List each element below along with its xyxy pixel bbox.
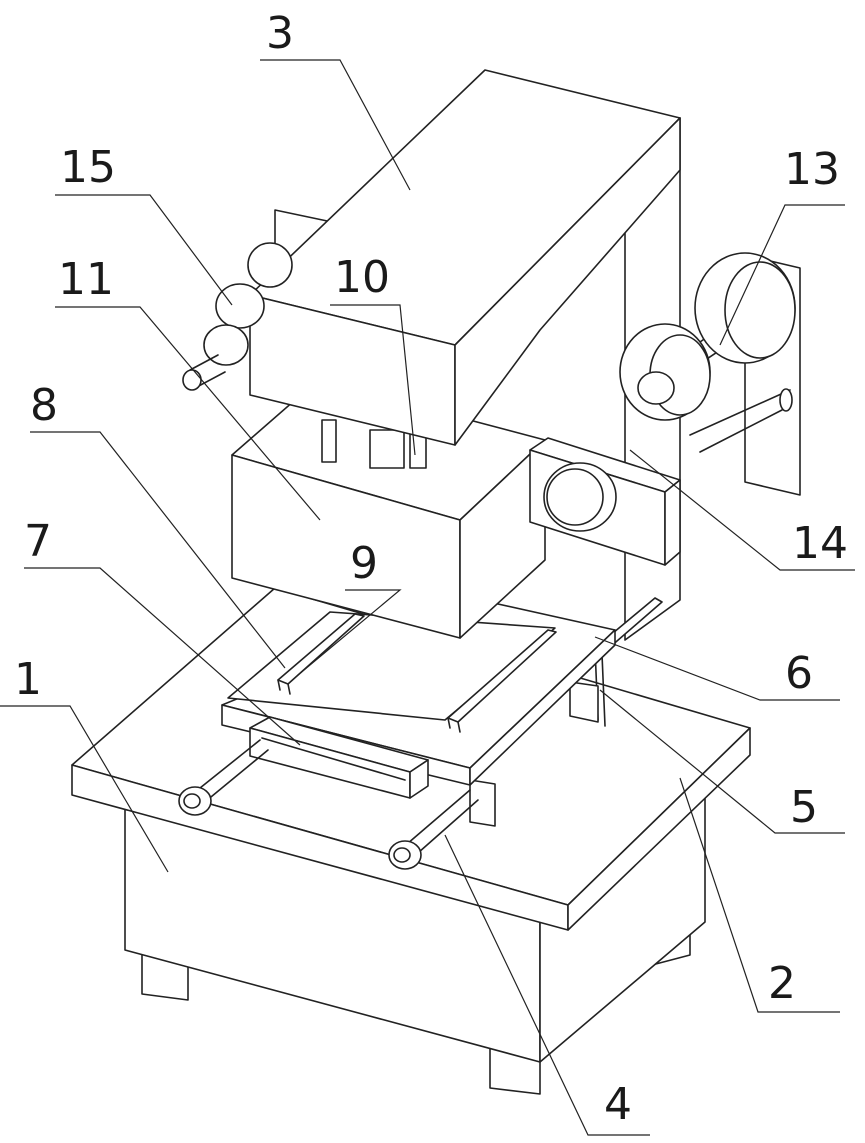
callout-6: 6: [785, 652, 813, 696]
callout-9: 9: [350, 542, 378, 586]
callout-14: 14: [792, 522, 848, 566]
callout-15: 15: [60, 146, 116, 190]
callout-5: 5: [790, 786, 818, 830]
callout-13: 13: [784, 148, 840, 192]
callout-11: 11: [58, 258, 114, 302]
top-head: [250, 70, 680, 445]
callout-4: 4: [604, 1083, 632, 1127]
callout-1: 1: [14, 658, 42, 702]
callout-10: 10: [334, 256, 390, 300]
callout-8: 8: [30, 384, 58, 428]
callout-7: 7: [24, 520, 52, 564]
callout-3: 3: [266, 12, 294, 56]
callout-2: 2: [768, 962, 796, 1006]
